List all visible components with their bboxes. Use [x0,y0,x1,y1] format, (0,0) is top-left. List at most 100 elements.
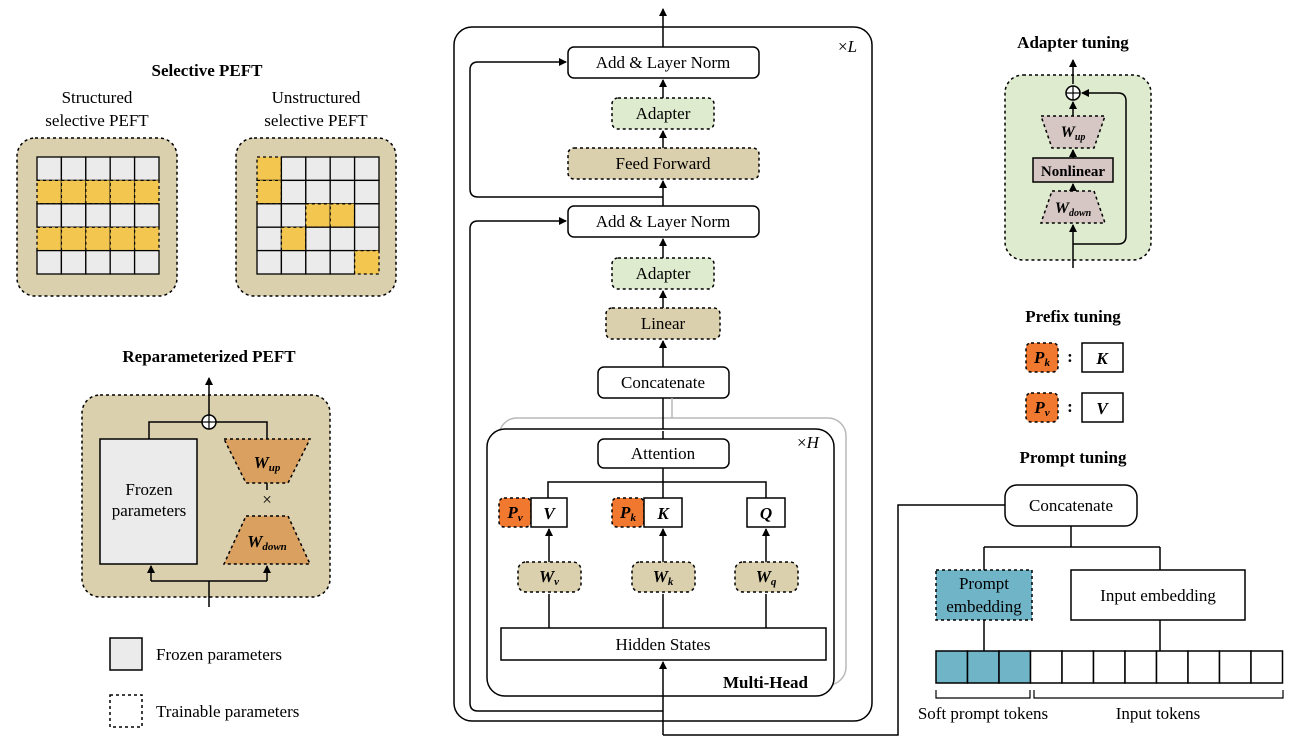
adapter-tuning-section: Adapter tuning Wup Nonlinear Wdown [1004,33,1152,268]
frozen-cell [280,156,307,182]
frozen-cell [60,156,87,182]
prefix-pk-box [1025,342,1059,373]
trainable-cell [36,179,63,205]
adapter-top-label: Adapter [636,104,691,123]
k-label: K [656,504,670,523]
frozen-cell [133,249,160,275]
frozen-cell [329,226,356,252]
k-box [643,497,683,528]
trainable-cell [256,179,283,205]
frozen-cell [280,249,307,275]
input-token [1250,650,1284,684]
legend: Frozen parameters Trainable parameters [109,637,299,728]
prefix-tuning-title: Prefix tuning [1025,307,1121,326]
trainable-cell [280,226,307,252]
frozen-cell [85,156,111,182]
pv-box [498,497,532,528]
head-repeat-label: ×H [797,433,821,452]
frozen-cell [36,249,63,275]
legend-frozen-swatch [109,637,143,671]
prefix-v-label: V [1096,399,1109,418]
prefix-v-box [1081,392,1124,423]
frozen-cell [353,226,380,252]
trainable-cell [36,226,63,252]
frozen-cell [109,203,136,228]
soft-prompt-token [966,650,1000,684]
legend-trainable-swatch [109,694,143,728]
prompt-tuning-title: Prompt tuning [1020,448,1127,467]
input-tokens-bracket [1033,690,1284,699]
trainable-cell [60,226,87,252]
adapter-w-down-trapezoid [1039,190,1107,224]
frozen-cell [329,249,356,275]
adapter-w-up-label: Wup [1061,124,1086,143]
prompt-to-transformer-line [663,504,1005,736]
attention-label: Attention [631,444,696,463]
trainable-cell [109,179,136,205]
nonlinear-label: Nonlinear [1041,164,1106,180]
prompt-concatenate-label: Concatenate [1029,496,1113,515]
legend-trainable-label: Trainable parameters [156,702,299,721]
structured-label-line1: Structured [62,88,133,107]
w-down-label: Wdown [247,532,287,553]
frozen-cell [109,156,136,182]
input-token [1218,650,1252,684]
input-token [1029,650,1063,684]
frozen-parameters-line1: Frozen [125,480,173,499]
q-box [746,497,786,528]
input-embedding-box [1070,569,1246,621]
adapter-tuning-title: Adapter tuning [1017,33,1129,52]
unstructured-label-line1: Unstructured [272,88,361,107]
transformer-block: ×L Add & Layer Norm Adapter Feed Forward… [453,8,873,735]
input-tokens-label: Input tokens [1116,704,1201,723]
pk-box [611,497,645,528]
input-token [1124,650,1158,684]
input-token [1092,650,1126,684]
soft-prompt-tokens-label: Soft prompt tokens [918,704,1048,723]
unstructured-label-line2: selective PEFT [264,111,368,130]
frozen-cell [305,156,331,182]
frozen-cell [256,249,283,275]
frozen-cell [36,203,63,228]
reparameterized-title: Reparameterized PEFT [122,347,296,366]
trainable-cell [329,203,356,228]
feed-forward-box [567,147,760,180]
adapter-w-down-label: Wdown [1055,200,1092,219]
w-up-trapezoid [222,438,312,484]
frozen-cell [329,179,356,205]
frozen-cell [60,203,87,228]
frozen-cell [133,156,160,182]
soft-prompt-bracket [935,690,1031,699]
wv-box [517,561,582,593]
q-label: Q [760,504,772,523]
trainable-cell [133,179,160,205]
trainable-cell [85,179,111,205]
frozen-cell [85,249,111,275]
structured-parameter-grid [36,156,160,275]
frozen-cell [280,203,307,228]
prefix-k-box [1081,342,1124,373]
prefix-pk-label: Pk [1033,348,1050,369]
trainable-cell [353,249,380,275]
frozen-cell [85,203,111,228]
hidden-states-box [500,627,827,661]
input-token [1061,650,1095,684]
reparameterized-peft-section: Reparameterized PEFT Frozen parameters W… [81,347,331,607]
frozen-cell [256,226,283,252]
wk-label: Wk [653,567,674,588]
frozen-cell [305,179,331,205]
frozen-cell [36,156,63,182]
frozen-parameters-line2: parameters [112,501,187,520]
soft-prompt-token [998,650,1032,684]
v-box [530,497,568,528]
adapter-skip-connection [1073,89,1127,245]
adapter-bottom-label: Adapter [636,264,691,283]
trainable-cell [133,226,160,252]
w-down-trapezoid [222,515,312,565]
prefix-pv-box [1025,392,1059,423]
frozen-cell [280,179,307,205]
frozen-cell [133,203,160,228]
pv-label: Pv [506,503,522,524]
prompt-embedding-line1: Prompt [959,574,1009,593]
